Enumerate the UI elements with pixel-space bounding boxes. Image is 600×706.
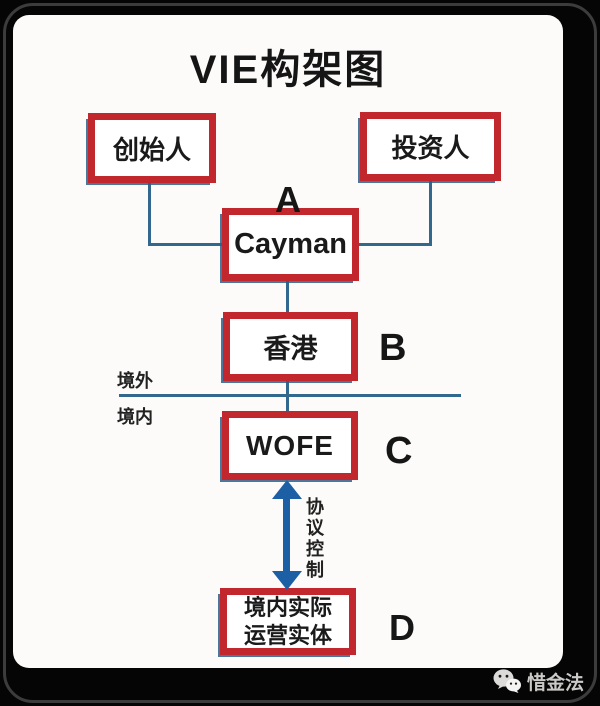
control-arrow-shaft xyxy=(283,497,290,573)
node-investor-label: 投资人 xyxy=(391,133,470,163)
control-arrow-head-down xyxy=(272,571,302,590)
wechat-icon xyxy=(493,669,521,693)
page-title: VIE构架图 xyxy=(189,48,387,92)
node-wofe-label: WOFE xyxy=(246,429,334,461)
onshore-label: 境内 xyxy=(117,407,153,427)
tier-label-a: A xyxy=(275,179,301,220)
tier-label-b: B xyxy=(379,327,407,369)
connector-founder-horizontal xyxy=(148,243,222,246)
watermark: 惜金法 xyxy=(492,666,584,696)
node-cayman: Cayman xyxy=(222,208,359,281)
node-wofe: WOFE xyxy=(222,411,358,480)
connector-investor-horizontal xyxy=(358,243,432,246)
node-operating-entity-label-line2: 运营实体 xyxy=(243,622,332,648)
node-cayman-label: Cayman xyxy=(234,228,347,260)
connector-founder-to-cayman xyxy=(148,183,151,245)
connector-investor-to-cayman xyxy=(429,181,432,245)
tier-label-c: C xyxy=(385,430,413,472)
connector-cayman-to-hongkong xyxy=(286,281,289,312)
node-founder-label: 创始人 xyxy=(112,134,191,165)
control-arrow-head-up xyxy=(272,480,302,499)
node-investor: 投资人 xyxy=(360,112,501,181)
diagram-panel: VIE构架图 境外 境内 创始人 投资人 Cayman 香港 WOFE 境内实际… xyxy=(13,15,563,668)
onshore-offshore-boundary-line xyxy=(119,394,461,397)
control-arrow-label: 协议控制 xyxy=(304,497,324,581)
node-founder: 创始人 xyxy=(88,113,216,183)
watermark-name: 惜金法 xyxy=(526,672,584,694)
node-operating-entity-label-line1: 境内实际 xyxy=(243,595,332,620)
node-hongkong-label: 香港 xyxy=(263,334,318,364)
offshore-label: 境外 xyxy=(117,371,153,391)
node-operating-entity: 境内实际 运营实体 xyxy=(220,588,356,655)
tier-label-d: D xyxy=(389,607,415,648)
node-hongkong: 香港 xyxy=(223,312,358,381)
